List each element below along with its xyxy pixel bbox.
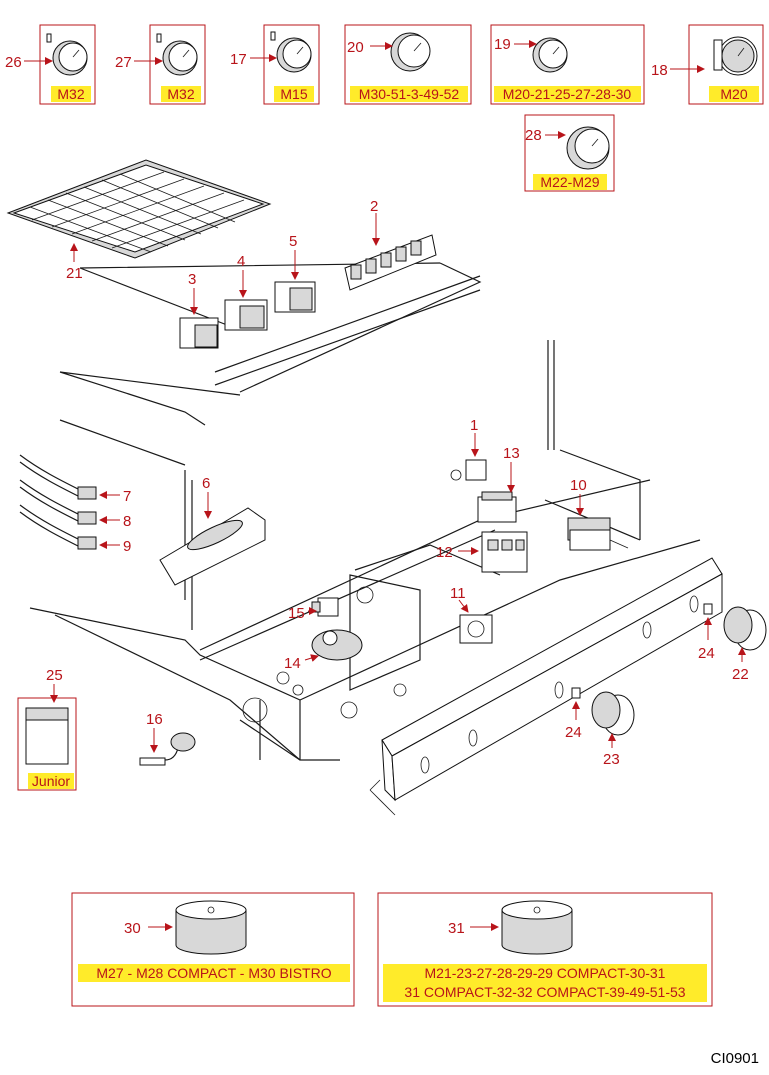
part-3: 3: [179, 271, 219, 349]
part-16: 16: [139, 711, 196, 766]
part-22-num: 22: [732, 666, 749, 683]
svg-text:12: 12: [436, 544, 453, 561]
junior-box: 25 Junior: [17, 667, 77, 791]
gauge-19-model: M20-21-25-27-28-30: [503, 86, 632, 102]
part-24a: 24: [698, 603, 715, 662]
part-2: 2: [344, 198, 437, 291]
part-14: 14: [284, 629, 363, 672]
svg-text:4: 4: [237, 253, 245, 270]
gauge-28-num: 28: [525, 127, 542, 144]
svg-text:13: 13: [503, 445, 520, 462]
part-1: 1: [450, 417, 487, 481]
svg-text:10: 10: [570, 477, 587, 494]
front-rail: [369, 557, 723, 816]
gauge-27-model: M32: [167, 86, 194, 102]
svg-text:3: 3: [188, 271, 196, 288]
gauge-26-model: M32: [57, 86, 84, 102]
part-4: 4: [224, 253, 268, 331]
svg-text:5: 5: [289, 233, 297, 250]
svg-text:2: 2: [370, 198, 378, 215]
gauge-17-model: M15: [280, 86, 307, 102]
part-11: 11: [450, 585, 493, 644]
gauge-box-18: 18 M20: [651, 24, 764, 105]
foot-30-num: 30: [124, 920, 141, 937]
part-10: 10: [567, 477, 629, 551]
gauge-box-19: 19 M20-21-25-27-28-30: [490, 24, 645, 105]
svg-text:6: 6: [202, 475, 210, 492]
gauge-18-model: M20: [720, 86, 747, 102]
part-7-num: 7: [123, 488, 131, 505]
part-8-num: 8: [123, 513, 131, 530]
svg-text:14: 14: [284, 655, 301, 672]
gauge-17-num: 17: [230, 51, 247, 68]
part-6: 6: [159, 475, 266, 586]
foot-31-models-line2: 31 COMPACT-32-32 COMPACT-39-49-51-53: [404, 984, 685, 1000]
part-15: 15: [288, 597, 339, 622]
gauge-27-num: 27: [115, 54, 132, 71]
gauge-28-model: M22-M29: [540, 174, 599, 190]
junior-num: 25: [46, 667, 63, 684]
foot-box-31: 31 M21-23-27-28-29-29 COMPACT-30-31 31 C…: [377, 892, 713, 1007]
part-9-num: 9: [123, 538, 131, 555]
gauge-18-num: 18: [651, 62, 668, 79]
part-22: 22: [723, 606, 767, 683]
cables-7-8-9: 7 8 9: [19, 454, 131, 555]
part-24b: 24: [565, 687, 582, 741]
gauge-box-28: 28 M22-M29: [524, 114, 615, 192]
part-24b-num: 24: [565, 724, 582, 741]
part-23-num: 23: [603, 751, 620, 768]
foot-31-num: 31: [448, 920, 465, 937]
foot-30-models: M27 - M28 COMPACT - M30 BISTRO: [96, 965, 331, 981]
junior-label: Junior: [32, 773, 70, 789]
gauge-box-26: 26 M32: [5, 24, 96, 105]
part-23: 23: [591, 691, 635, 768]
foot-box-30: 30 M27 - M28 COMPACT - M30 BISTRO: [71, 892, 355, 1007]
svg-text:15: 15: [288, 605, 305, 622]
gauge-box-20: 20 M30-51-3-49-52: [344, 24, 472, 105]
part-12: 12: [436, 531, 528, 573]
part-5: 5: [274, 233, 316, 313]
part-21-num: 21: [66, 265, 83, 282]
drip-grid: 21: [6, 159, 272, 282]
svg-text:1: 1: [470, 417, 478, 434]
gauge-20-num: 20: [347, 39, 364, 56]
part-24a-num: 24: [698, 645, 715, 662]
figure-code: CI0901: [710, 1050, 759, 1067]
machine-body: [29, 262, 701, 761]
svg-text:16: 16: [146, 711, 163, 728]
gauge-20-model: M30-51-3-49-52: [359, 86, 460, 102]
gauge-box-27: 27 M32: [115, 24, 206, 105]
gauge-box-17: 17 M15: [230, 24, 320, 105]
gauge-26-num: 26: [5, 54, 22, 71]
svg-text:11: 11: [450, 585, 466, 602]
part-13: 13: [477, 445, 520, 523]
foot-31-models-line1: M21-23-27-28-29-29 COMPACT-30-31: [425, 965, 666, 981]
gauge-19-num: 19: [494, 36, 511, 53]
